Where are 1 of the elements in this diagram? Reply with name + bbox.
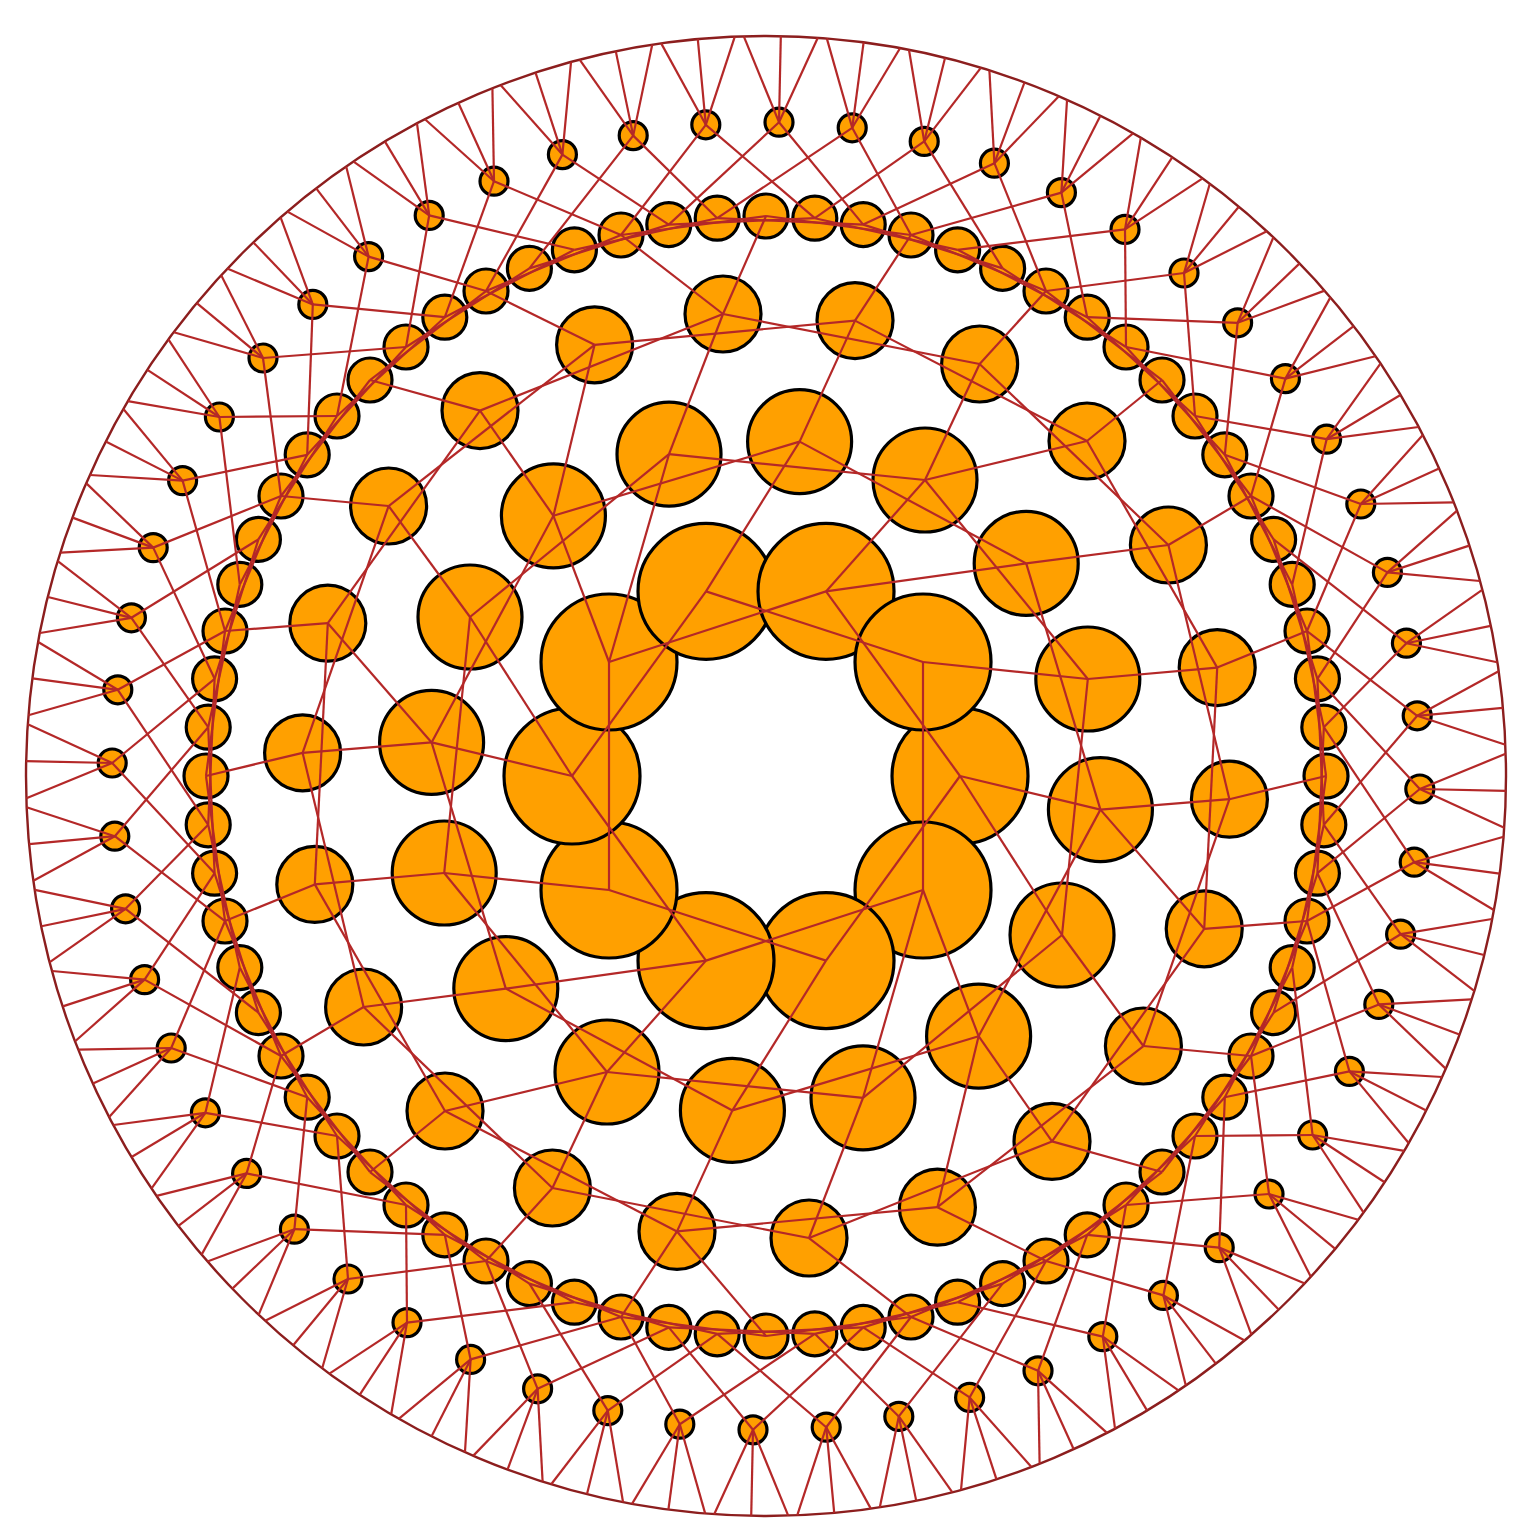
network-graph-drawing: [24, 34, 1508, 1518]
